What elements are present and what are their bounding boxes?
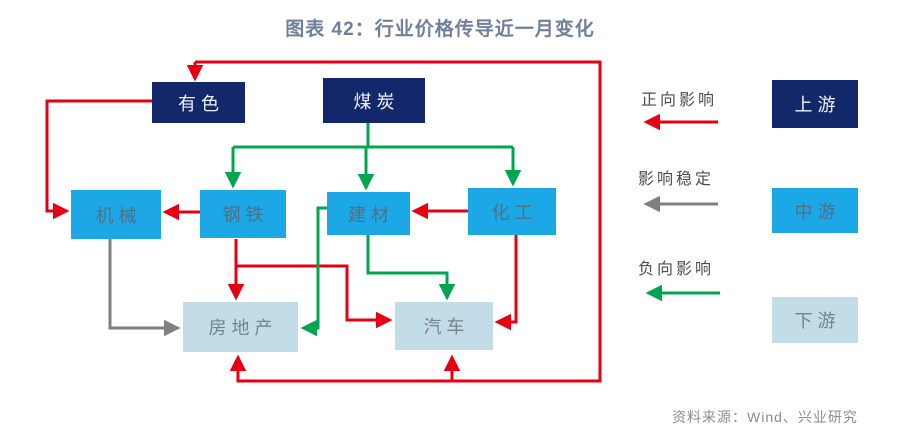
legend-box-downstream: 下游 (772, 297, 858, 343)
node-real-estate: 房地产 (183, 302, 298, 352)
node-coal: 煤炭 (323, 78, 425, 123)
node-automobile: 汽车 (395, 302, 493, 350)
edge-gray (108, 239, 181, 337)
node-chemicals: 化工 (468, 188, 556, 235)
edge-red (494, 235, 518, 331)
node-building-materials: 建材 (327, 192, 410, 235)
edge-red (236, 264, 393, 329)
node-steel: 钢铁 (200, 190, 286, 238)
legend-label-stable: 影响稳定 (638, 171, 715, 188)
edge-red (195, 60, 602, 383)
edge-green (300, 206, 327, 337)
node-nonferrous: 有色 (152, 82, 245, 123)
legend-label-positive: 正向影响 (641, 92, 718, 109)
figure-title: 图表 42：行业价格传导近一月变化 (285, 19, 595, 40)
data-source-note: 资料来源：Wind、兴业研究 (672, 409, 858, 425)
edge-green (366, 235, 456, 301)
node-machinery: 机械 (71, 190, 161, 239)
edge-red (45, 99, 152, 220)
legend-label-negative: 负向影响 (638, 261, 715, 278)
legend-box-upstream: 上游 (772, 80, 858, 128)
legend-box-midstream: 中游 (772, 188, 858, 233)
